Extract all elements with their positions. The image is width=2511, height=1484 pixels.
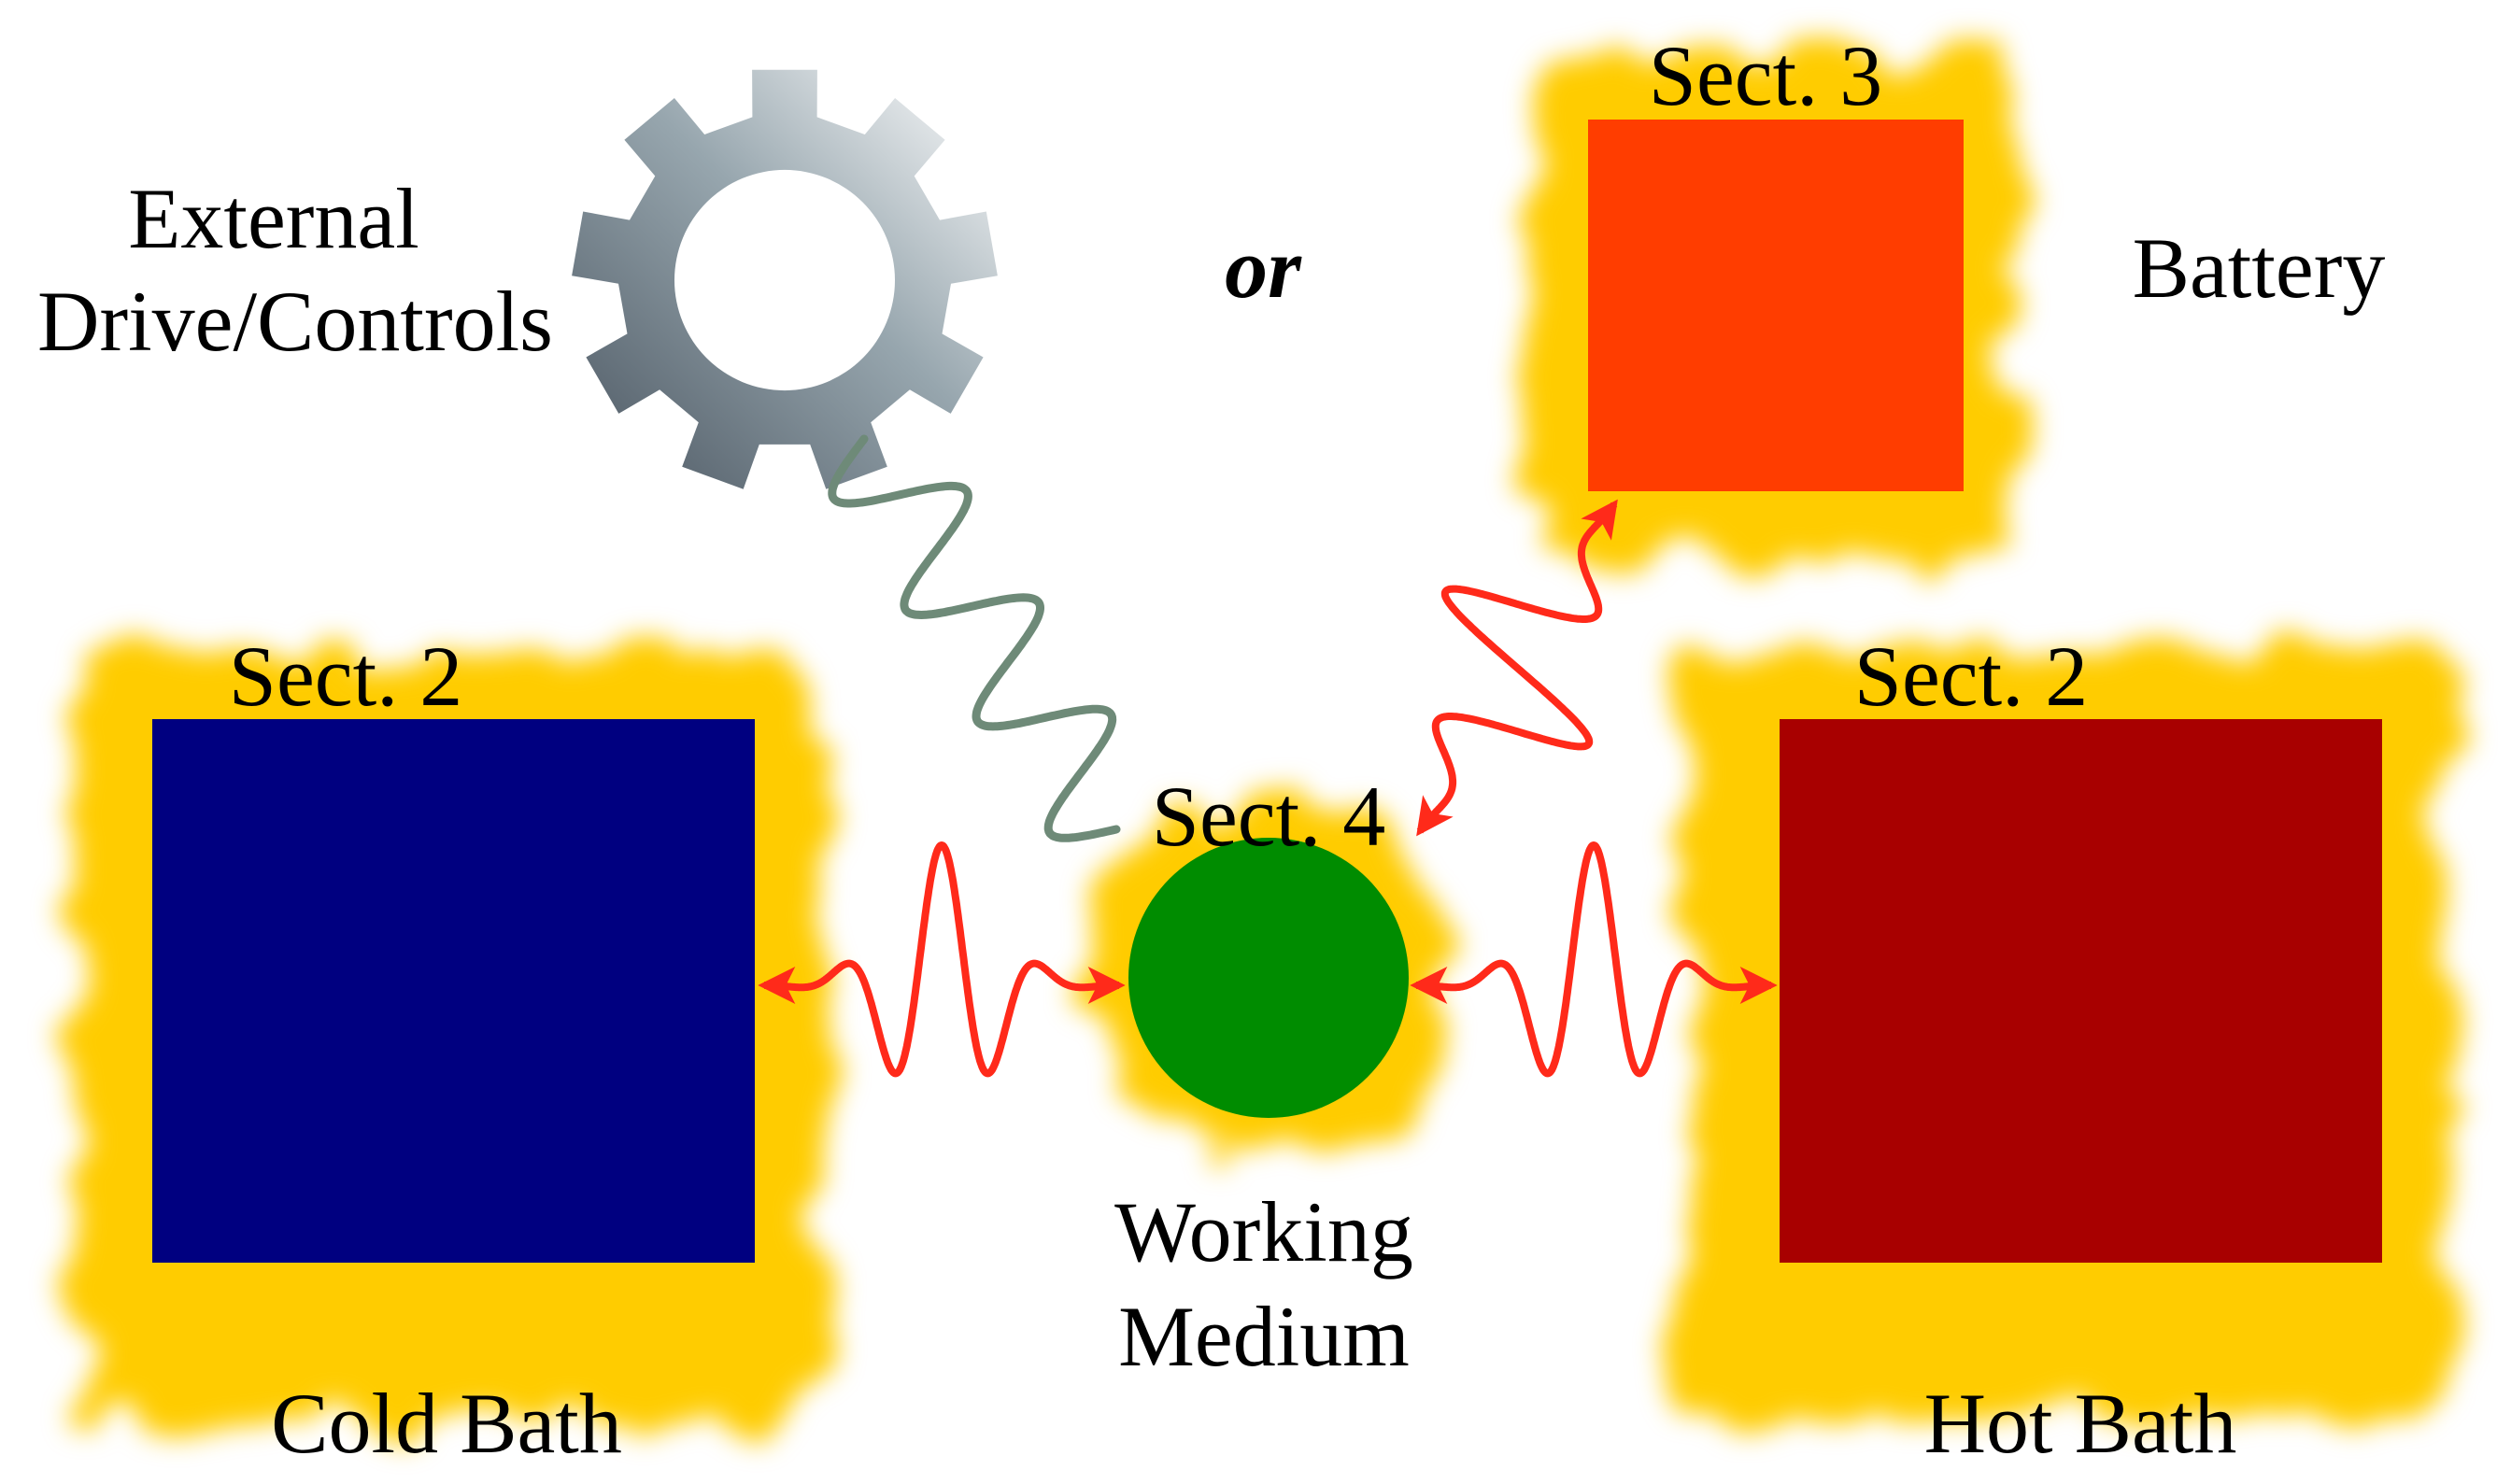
cold-bath-label: Cold Bath (271, 1376, 622, 1471)
cold-bath-box (152, 719, 755, 1263)
battery-coupling-arrow (1416, 499, 1618, 837)
battery-label: Battery (2133, 220, 2386, 316)
gear-icon (572, 69, 998, 489)
working-medium-section-label: Sect. 4 (1152, 769, 1385, 864)
hot-bath-box (1780, 719, 2382, 1263)
working-medium-circle (1128, 838, 1409, 1118)
hot-bath-section-label: Sect. 2 (1854, 629, 2088, 724)
hot-bath-coupling-arrow (1410, 841, 1778, 1078)
drive-label-line1: External (128, 171, 419, 266)
working-medium-label-line1: Working (1114, 1184, 1413, 1279)
cold-bath-section-label: Sect. 2 (229, 629, 462, 724)
or-label: or (1225, 220, 1302, 316)
drive-spring-line (828, 434, 1121, 842)
working-medium-label-line2: Medium (1118, 1289, 1410, 1384)
battery-box (1588, 120, 1964, 491)
battery-section-label: Sect. 3 (1649, 28, 1882, 123)
cold-bath-coupling-arrow (758, 841, 1126, 1078)
hot-bath-label: Hot Bath (1924, 1376, 2237, 1471)
drive-label-line2: Drive/Controls (37, 274, 553, 369)
